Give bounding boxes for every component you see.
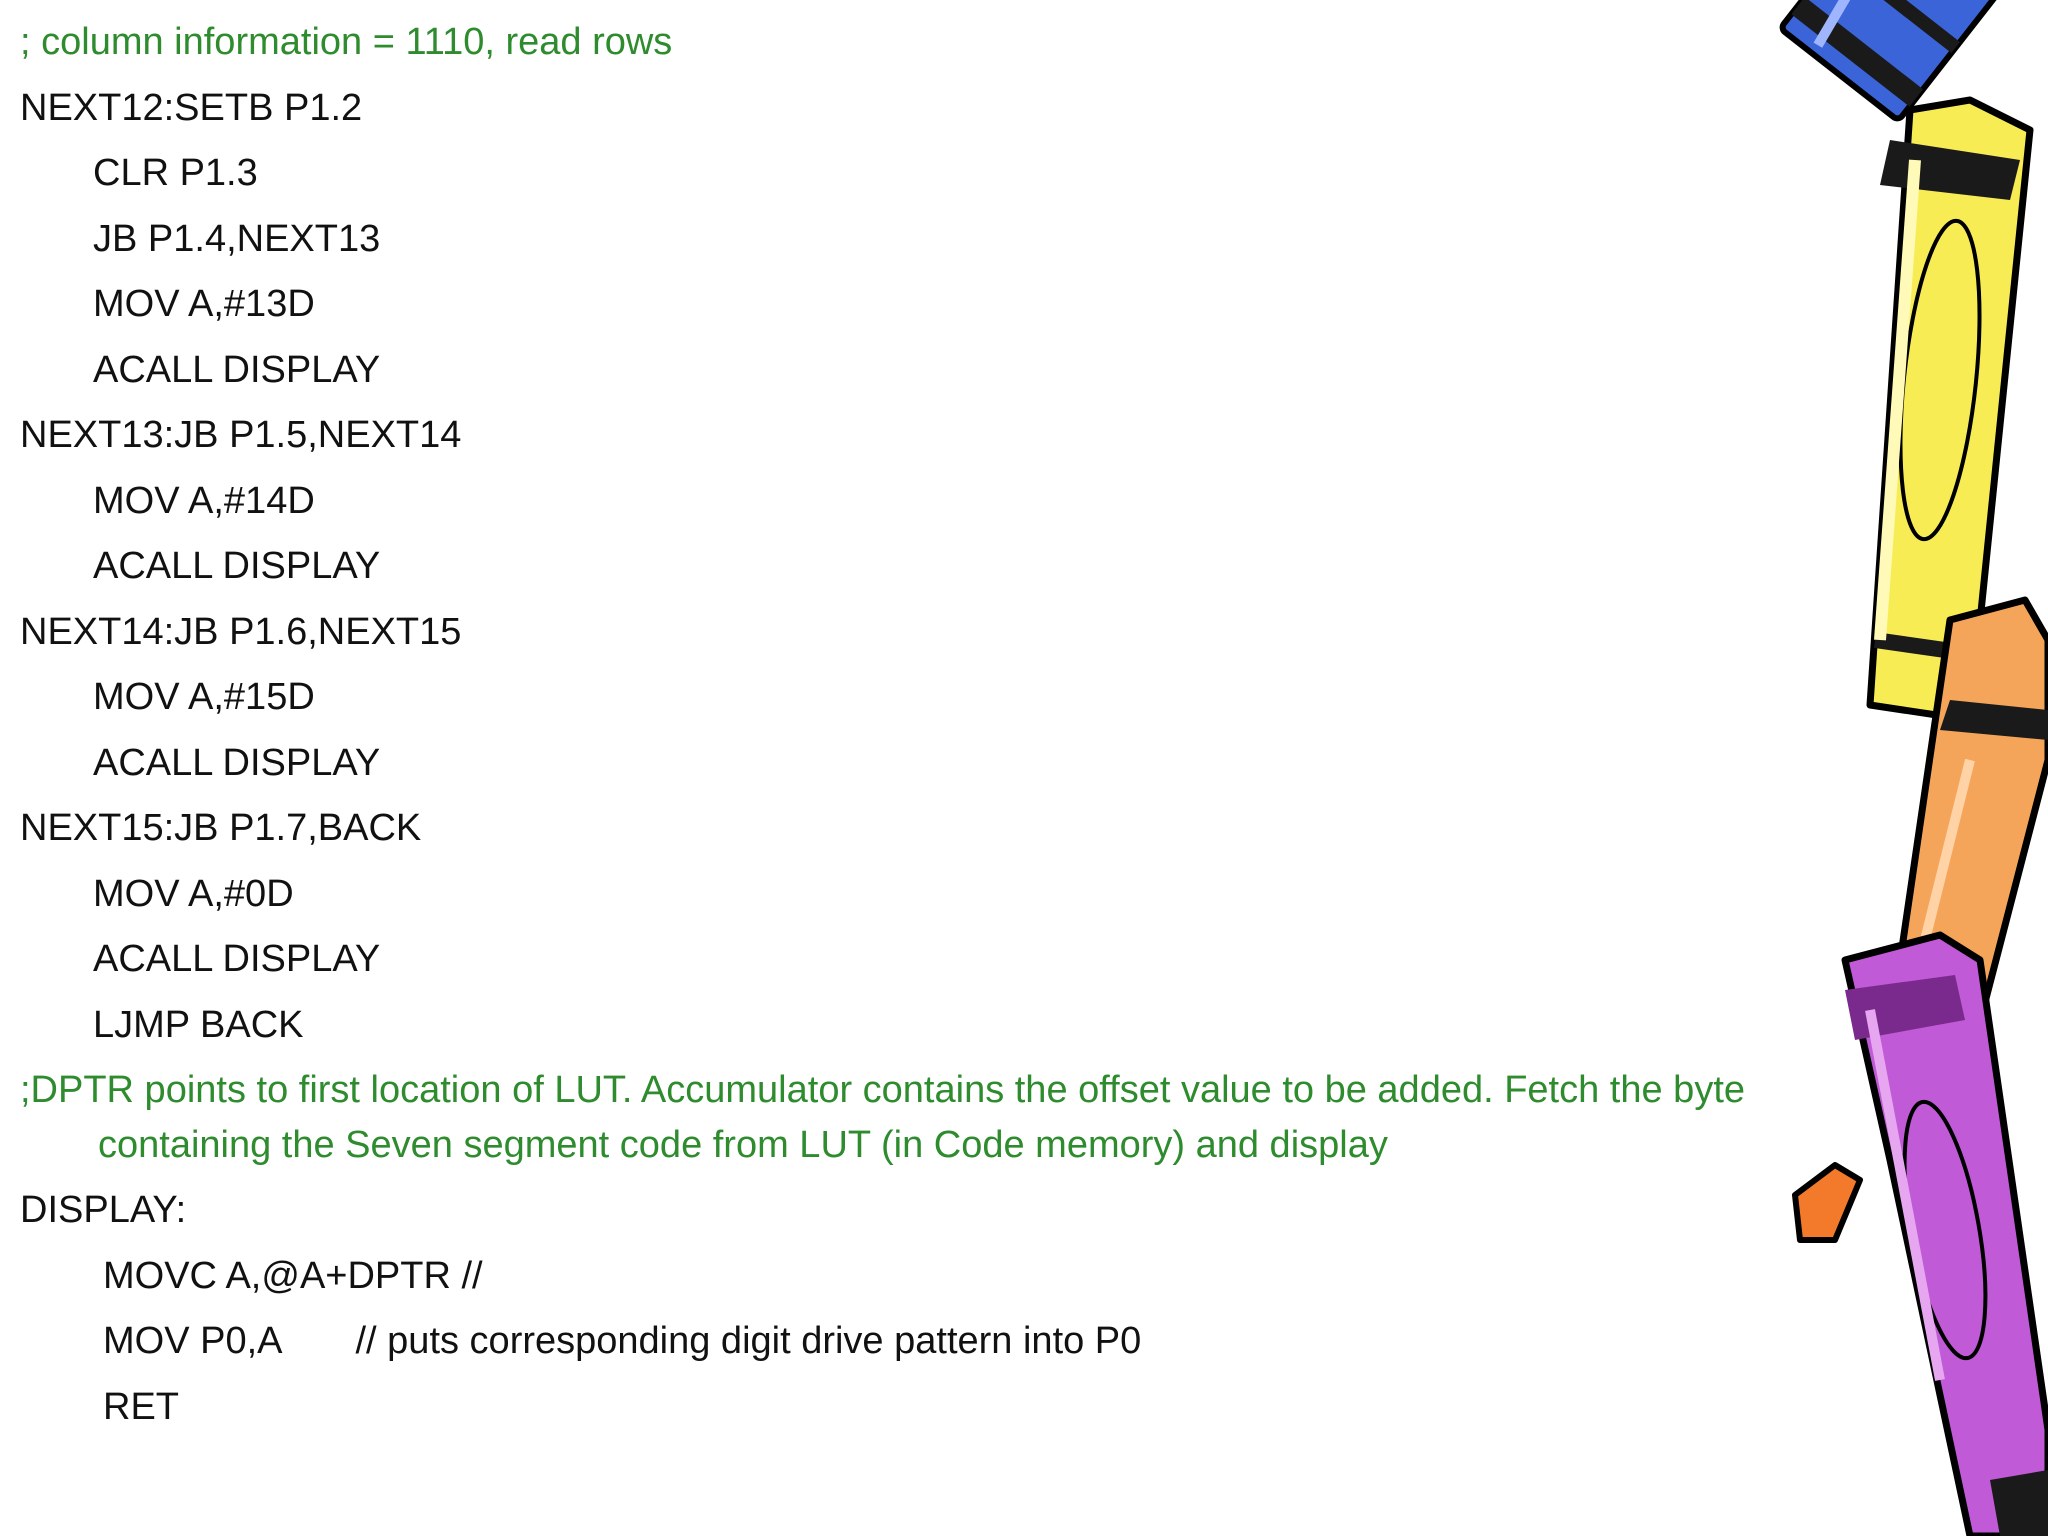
code-line-next15: NEXT15:JB P1.7,BACK (20, 807, 422, 849)
code-line: JB P1.4,NEXT13 (93, 217, 381, 260)
comment-column-info: ; column information = 1110, read rows (20, 21, 673, 63)
code-line: LJMP BACK (93, 1003, 304, 1046)
code-line: CLR P1.3 (93, 152, 258, 194)
code-line-next14: NEXT14:JB P1.6,NEXT15 (20, 610, 462, 653)
code-line-next12: NEXT12:SETB P1.2 (20, 86, 363, 129)
code-line-next13: NEXT13:JB P1.5,NEXT14 (20, 414, 462, 456)
code-block: ; column information = 1110, read rows N… (20, 10, 1850, 1440)
orange-tip-shape (1792, 1162, 1863, 1243)
code-line-movc: MOVC A,@A+DPTR // (103, 1254, 483, 1297)
code-line: ACALL DISPLAY (93, 348, 381, 391)
purple-crayon-shape (1841, 931, 2048, 1536)
yellow-crayon-shape (1866, 96, 2034, 724)
mov-p0-comment: // puts corresponding digit drive patter… (355, 1320, 1142, 1362)
crayons-illustration-icon (1779, 0, 2048, 1536)
code-line: MOV A,#14D (93, 479, 315, 522)
display-label: DISPLAY: (20, 1189, 187, 1231)
code-line: MOV A,#13D (93, 283, 315, 325)
code-line: MOV A,#0D (93, 872, 294, 915)
code-line: ACALL DISPLAY (93, 938, 381, 980)
comment-dptr: ;DPTR points to first location of LUT. A… (20, 1069, 1746, 1166)
code-line: ACALL DISPLAY (93, 545, 381, 587)
code-line: MOV A,#15D (93, 676, 315, 718)
code-line: ACALL DISPLAY (93, 741, 381, 784)
blue-crayon-shape (1779, 0, 2004, 122)
mov-p0-instruction: MOV P0,A (103, 1320, 283, 1362)
code-line-mov-p0: MOV P0,A // puts corresponding digit driv… (20, 1309, 1850, 1375)
code-line-ret: RET (103, 1385, 179, 1428)
